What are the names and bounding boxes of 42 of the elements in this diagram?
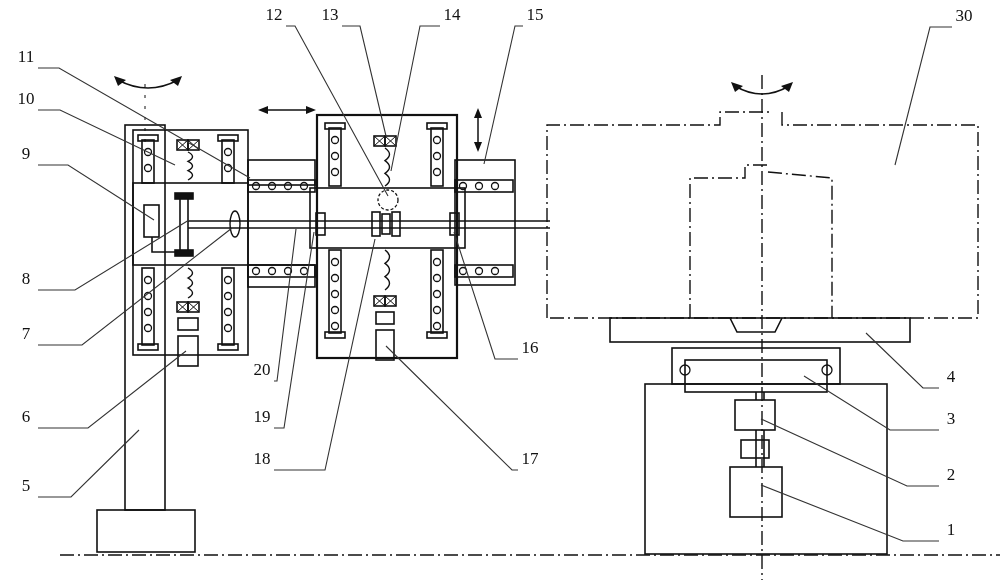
leader-line [483,25,524,165]
leader-line [285,25,389,197]
callout-number: 16 [518,338,542,358]
leader-line [273,238,376,471]
callout-number: 18 [250,449,274,469]
callout-number: 14 [440,5,464,25]
leader-line [37,164,155,221]
leader-line [760,418,940,487]
callout-number: 10 [14,89,38,109]
callout-number: 9 [14,144,38,164]
callout-number: 15 [523,5,547,25]
leader-line [273,228,297,382]
callout-number: 17 [518,449,542,469]
leader-line [37,67,251,179]
callout-number: 30 [952,6,976,26]
leader-line [385,345,519,471]
callout-number: 4 [939,367,963,387]
callout-number: 20 [250,360,274,380]
callout-number: 7 [14,324,38,344]
leader-line [37,219,190,291]
leader-line [760,484,940,542]
leader-line [341,25,387,137]
callout-number: 19 [250,407,274,427]
leader-line [37,227,233,346]
leader-line [865,332,940,389]
callout-number: 12 [262,5,286,25]
callout-number: 11 [14,47,38,67]
leader-line [37,350,187,429]
leader-line [37,109,176,166]
callout-number: 1 [939,520,963,540]
leader-line [273,231,315,429]
leader-line [894,26,953,166]
callout-number: 3 [939,409,963,429]
callout-number: 13 [318,5,342,25]
leader-line [453,231,519,360]
callout-number: 8 [14,269,38,289]
leader-line [803,375,940,431]
callout-number: 5 [14,476,38,496]
leader-line [390,25,441,172]
leader-line [37,429,140,498]
callout-number: 2 [939,465,963,485]
callout-number: 6 [14,407,38,427]
